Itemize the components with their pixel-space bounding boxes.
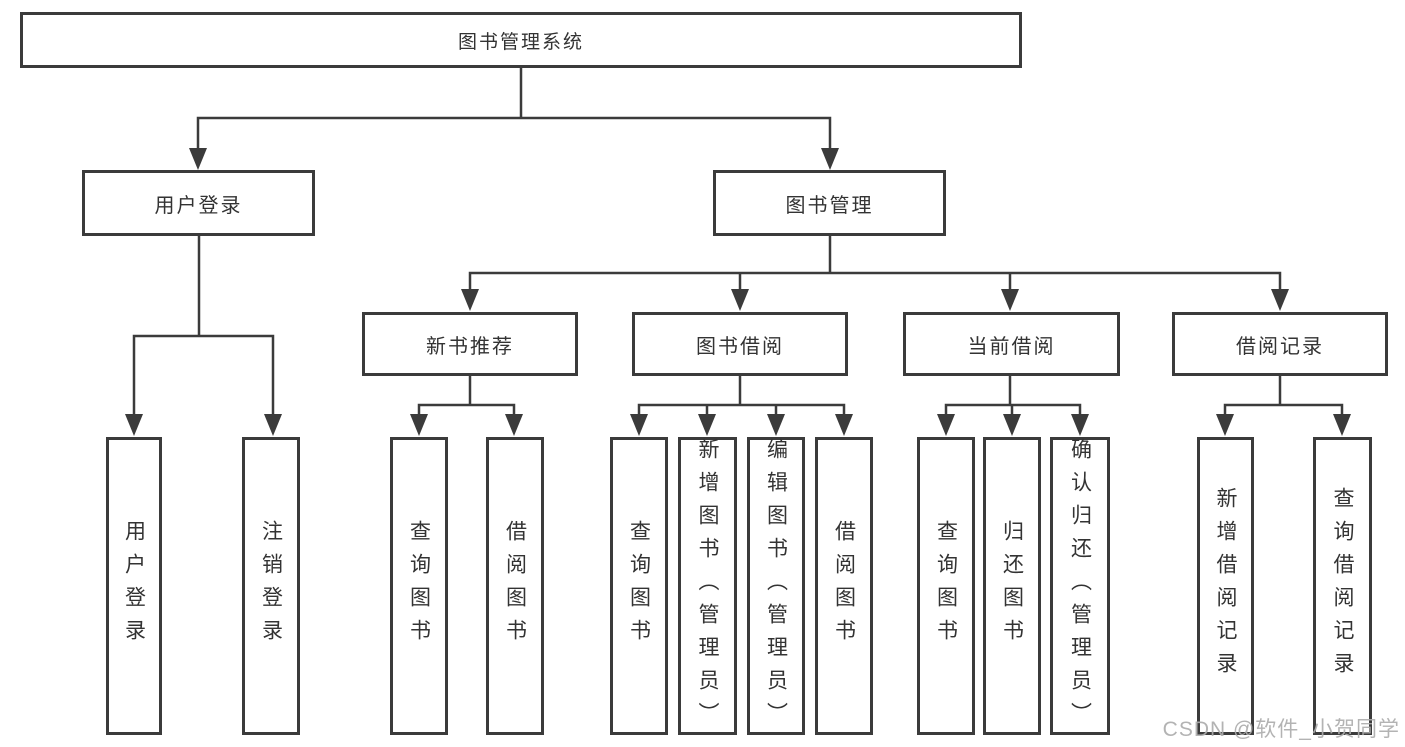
arrow-icon [1071, 414, 1089, 436]
leaf-label: 查询图书 [407, 520, 431, 652]
arrow-icon [937, 414, 955, 436]
leaf-label: 确认归还（管理员） [1068, 437, 1092, 735]
leaf-label: 借阅图书 [832, 520, 856, 652]
node-label: 新书推荐 [426, 335, 514, 358]
arrow-icon [1003, 414, 1021, 436]
leaf-user-login: 用户登录 [106, 437, 162, 735]
arrow-icon [410, 414, 428, 436]
leaf-label: 注销登录 [259, 520, 283, 652]
node-current-borrowing: 当前借阅 [903, 312, 1120, 376]
arrow-icon [821, 148, 839, 170]
arrow-icon [1001, 289, 1019, 311]
leaf-label: 用户登录 [122, 520, 146, 652]
leaf-query-books-recommend: 查询图书 [390, 437, 448, 735]
node-borrowing-records: 借阅记录 [1172, 312, 1388, 376]
arrow-icon [264, 414, 282, 436]
arrow-icon [1333, 414, 1351, 436]
leaf-label: 新增图书（管理员） [696, 437, 719, 735]
arrow-icon [630, 414, 648, 436]
node-label: 借阅记录 [1236, 335, 1324, 358]
leaf-label: 编辑图书（管理员） [764, 437, 788, 735]
arrow-icon [1216, 414, 1234, 436]
root-title: 图书管理系统 [457, 31, 584, 53]
leaf-edit-books-admin: 编辑图书（管理员） [747, 437, 805, 735]
arrow-icon [461, 289, 479, 311]
leaf-label: 查询借阅记录 [1331, 487, 1354, 685]
leaf-query-books-borrowing: 查询图书 [610, 437, 668, 735]
leaf-confirm-return-admin: 确认归还（管理员） [1050, 437, 1110, 735]
node-label: 图书借阅 [696, 335, 784, 358]
arrow-icon [731, 289, 749, 311]
leaf-add-borrow-record: 新增借阅记录 [1197, 437, 1254, 735]
node-book-borrowing: 图书借阅 [632, 312, 848, 376]
leaf-borrow-books-recommend: 借阅图书 [486, 437, 544, 735]
arrow-icon [125, 414, 143, 436]
leaf-label: 借阅图书 [503, 520, 527, 652]
leaf-add-books-admin: 新增图书（管理员） [678, 437, 737, 735]
node-label: 当前借阅 [967, 335, 1056, 358]
node-user-login: 用户登录 [82, 170, 315, 236]
arrow-icon [189, 148, 207, 170]
arrow-icon [1271, 289, 1289, 311]
arrow-icon [505, 414, 523, 436]
leaf-return-books: 归还图书 [983, 437, 1041, 735]
node-label: 用户登录 [154, 194, 243, 217]
arrow-icon [698, 414, 716, 436]
leaf-label: 查询图书 [627, 520, 651, 652]
node-library-system: 图书管理系统 [20, 12, 1022, 68]
arrowheads [125, 148, 1351, 436]
leaf-label: 新增借阅记录 [1214, 487, 1237, 685]
watermark: CSDN @软件_小贺同学 [1162, 718, 1400, 741]
node-book-management: 图书管理 [713, 170, 946, 236]
leaf-query-borrow-record: 查询借阅记录 [1313, 437, 1372, 735]
arrow-icon [835, 414, 853, 436]
node-new-book-recommend: 新书推荐 [362, 312, 578, 376]
leaf-label: 查询图书 [934, 520, 958, 652]
leaf-label: 归还图书 [1000, 520, 1024, 652]
node-label: 图书管理 [785, 194, 874, 217]
leaf-borrow-books-borrowing: 借阅图书 [815, 437, 873, 735]
leaf-logout-login: 注销登录 [242, 437, 300, 735]
leaf-query-books-current: 查询图书 [917, 437, 975, 735]
arrow-icon [767, 414, 785, 436]
